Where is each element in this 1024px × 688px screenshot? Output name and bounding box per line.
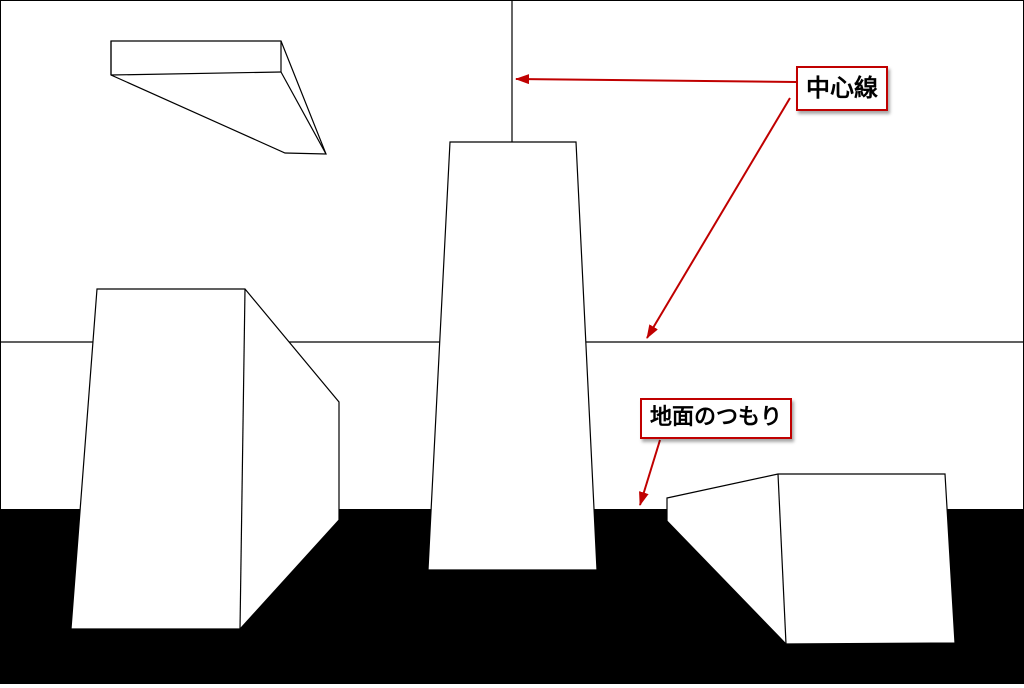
floating-slab bbox=[110, 40, 327, 155]
ground-label: 地面のつもり bbox=[640, 398, 793, 439]
arrow-to-ground bbox=[639, 439, 661, 506]
arrow-to-vertical-line bbox=[515, 74, 797, 85]
left-box bbox=[70, 288, 340, 630]
ground-label-text: 地面のつもり bbox=[650, 405, 783, 430]
center-tower bbox=[427, 141, 598, 571]
arrow-to-horizontal-line bbox=[646, 97, 791, 339]
center-line-label: 中心線 bbox=[796, 66, 888, 111]
right-box bbox=[666, 473, 956, 645]
center-line-label-text: 中心線 bbox=[806, 74, 878, 102]
